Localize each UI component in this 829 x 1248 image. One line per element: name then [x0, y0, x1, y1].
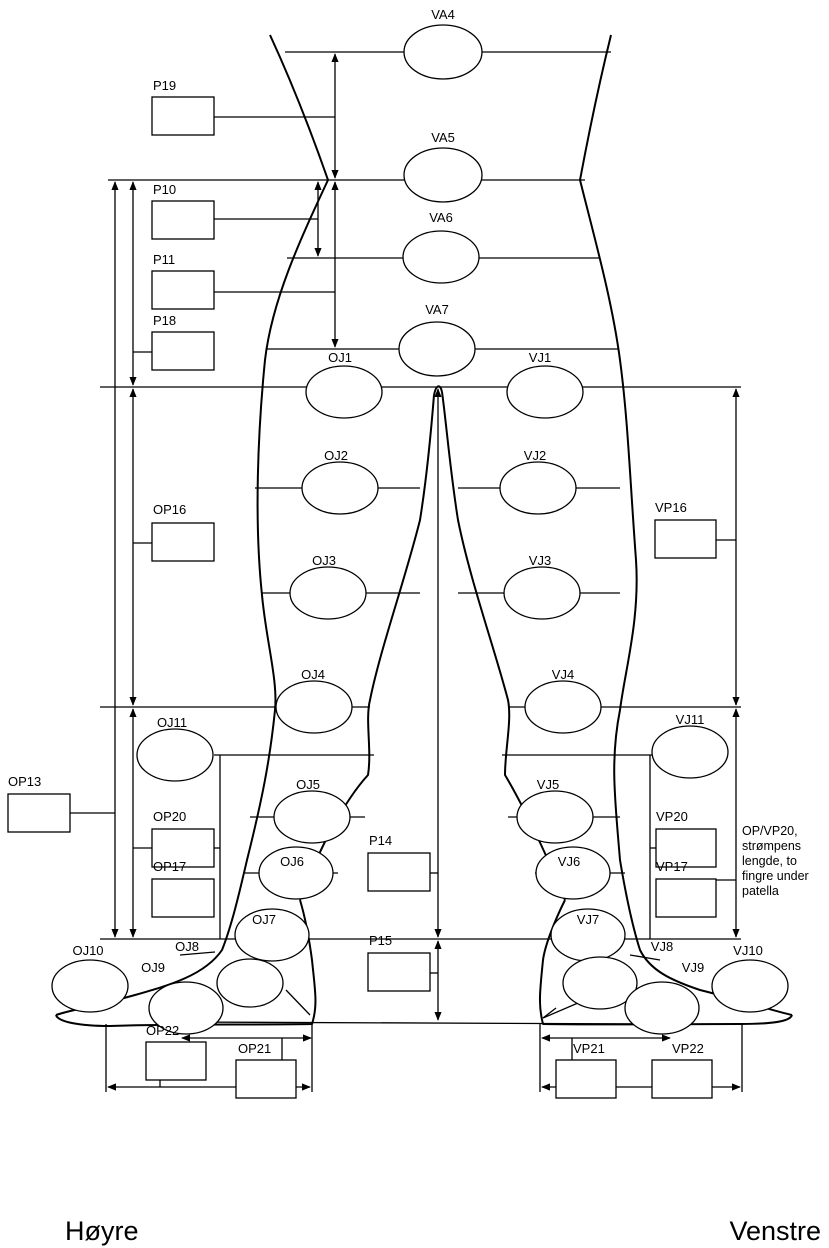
oval-OJ7: OJ7 — [235, 909, 309, 961]
label-P19: P19 — [153, 78, 176, 93]
oval-VA7: VA7 — [399, 302, 475, 376]
oval-OJ11: OJ11 — [137, 715, 213, 781]
label-VJ8: VJ8 — [651, 939, 673, 954]
label-VJ9: VJ9 — [682, 960, 704, 975]
torso-left-outline — [270, 35, 328, 180]
box-P18: P18 — [152, 313, 214, 370]
note-line: lengde, to — [742, 854, 828, 869]
label-VP21: VP21 — [573, 1041, 605, 1056]
oval-VJ4: VJ4 — [525, 667, 601, 733]
label-VJ1: VJ1 — [529, 350, 551, 365]
label-OJ4: OJ4 — [301, 667, 325, 682]
label-OJ5: OJ5 — [296, 777, 320, 792]
box-OP16: OP16 — [152, 502, 214, 561]
label-VA7: VA7 — [425, 302, 449, 317]
box-OP21: OP21 — [236, 1041, 296, 1098]
oval-VJ2: VJ2 — [500, 448, 576, 514]
label-OJ9: OJ9 — [141, 960, 165, 975]
oval-OJ6: OJ6 — [259, 847, 333, 899]
oval-VJ10: VJ10 — [712, 943, 788, 1012]
box-P14: P14 — [368, 833, 430, 891]
label-OP20: OP20 — [153, 809, 186, 824]
label-VA5: VA5 — [431, 130, 455, 145]
oval-VJ6: VJ6 — [536, 847, 610, 899]
box-P15: P15 — [368, 933, 430, 991]
box-P11: P11 — [152, 252, 214, 309]
label-VA6: VA6 — [429, 210, 453, 225]
oval-VJ1: VJ1 — [507, 350, 583, 418]
label-VJ3: VJ3 — [529, 553, 551, 568]
note-line: fingre under — [742, 869, 828, 884]
oval-VJ7: VJ7 — [551, 909, 625, 961]
label-OJ1: OJ1 — [328, 350, 352, 365]
label-OJ6: OJ6 — [280, 854, 304, 869]
label-OJ11: OJ11 — [157, 715, 187, 730]
box-VP17: VP17 — [656, 859, 716, 917]
label-P18: P18 — [153, 313, 176, 328]
label-VJ2: VJ2 — [524, 448, 546, 463]
label-VP22: VP22 — [672, 1041, 704, 1056]
box-VP22: VP22 — [652, 1041, 712, 1098]
oval-VA4: VA4 — [404, 7, 482, 79]
side-label-left: Venstre — [729, 1216, 821, 1246]
label-OP13: OP13 — [8, 774, 41, 789]
label-VJ11: VJ11 — [676, 712, 705, 727]
oval-OJ3: OJ3 — [290, 553, 366, 619]
label-VJ10: VJ10 — [733, 943, 763, 958]
label-OP16: OP16 — [153, 502, 186, 517]
oval-OJ1: OJ1 — [306, 350, 382, 418]
label-OJ8: OJ8 — [175, 939, 199, 954]
torso-right-outline — [580, 35, 611, 180]
label-OJ2: OJ2 — [324, 448, 348, 463]
oval-VJ11: VJ11 — [652, 712, 728, 778]
label-VP20: VP20 — [656, 809, 688, 824]
note-line: patella — [742, 884, 828, 899]
side-label-right: Høyre — [65, 1216, 139, 1246]
label-OJ3: OJ3 — [312, 553, 336, 568]
label-VJ5: VJ5 — [537, 777, 559, 792]
label-P14: P14 — [369, 833, 392, 848]
oval-VJ3: VJ3 — [504, 553, 580, 619]
oval-OJ2: OJ2 — [302, 448, 378, 514]
oval-VA6: VA6 — [403, 210, 479, 283]
oval-OJ5: OJ5 — [274, 777, 350, 843]
note-line: OP/VP20, — [742, 824, 828, 839]
label-VJ4: VJ4 — [552, 667, 574, 682]
stocking-length-note: OP/VP20, strømpens lengde, to fingre und… — [742, 824, 828, 899]
label-VA4: VA4 — [431, 7, 455, 22]
oval-VJ9: VJ9 — [625, 960, 704, 1034]
box-VP21: VP21 — [556, 1041, 616, 1098]
label-OP17: OP17 — [153, 859, 186, 874]
label-OP21: OP21 — [238, 1041, 271, 1056]
label-OJ10: OJ10 — [72, 943, 103, 958]
box-OP17: OP17 — [152, 859, 214, 917]
label-VP16: VP16 — [655, 500, 687, 515]
oval-OJ4: OJ4 — [276, 667, 352, 733]
label-OP22: OP22 — [146, 1023, 179, 1038]
label-P10: P10 — [153, 182, 176, 197]
oval-VA5: VA5 — [404, 130, 482, 202]
note-line: strømpens — [742, 839, 828, 854]
label-OJ7: OJ7 — [252, 912, 276, 927]
label-P11: P11 — [153, 252, 175, 267]
label-VJ7: VJ7 — [577, 912, 599, 927]
box-P10: P10 — [152, 182, 214, 239]
box-VP16: VP16 — [655, 500, 716, 558]
label-VJ6: VJ6 — [558, 854, 580, 869]
box-P19: P19 — [152, 78, 214, 135]
label-VP17: VP17 — [656, 859, 688, 874]
label-P15: P15 — [369, 933, 392, 948]
oval-VJ5: VJ5 — [517, 777, 593, 843]
oval-OJ10: OJ10 — [52, 943, 128, 1012]
box-OP13: OP13 — [8, 774, 70, 832]
